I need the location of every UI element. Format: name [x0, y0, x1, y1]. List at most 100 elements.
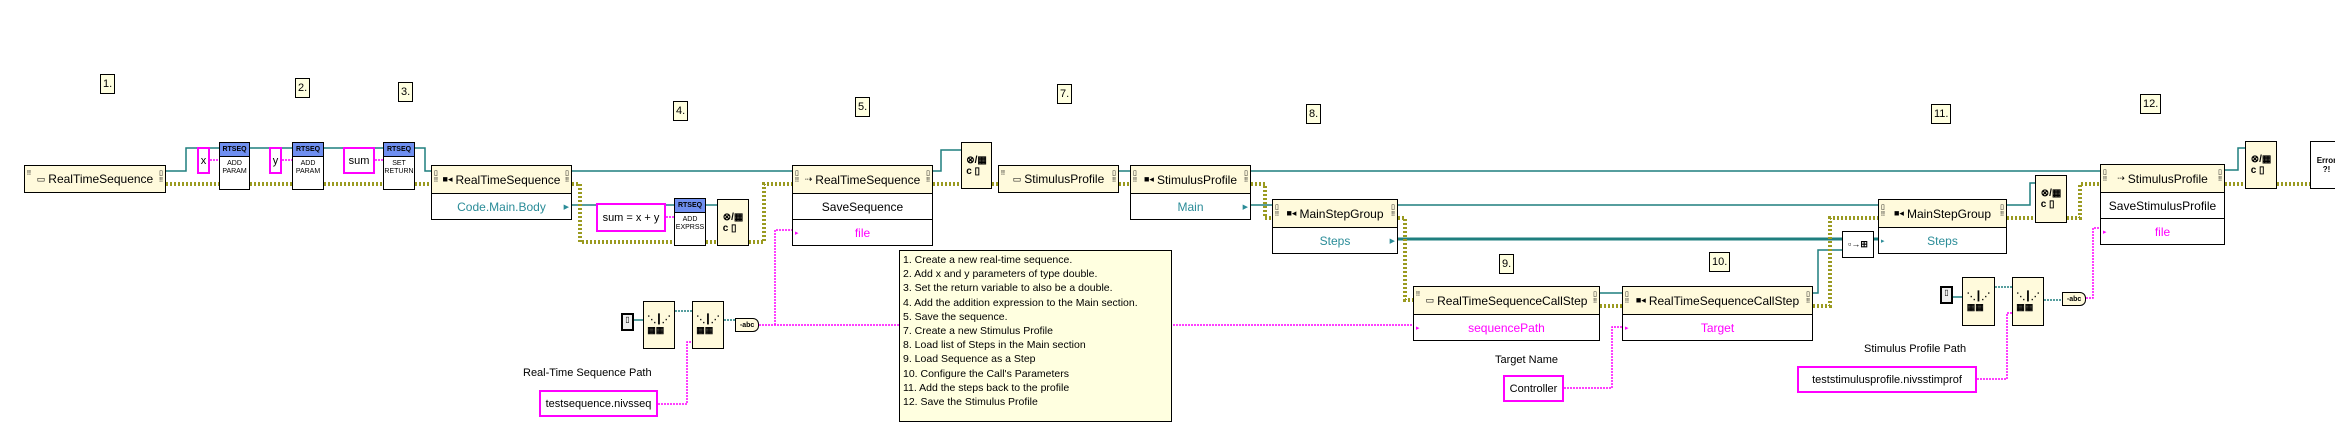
subvi-text: ADD	[682, 216, 698, 223]
call-step-property-node[interactable]: ▯!!■◂RealTimeSequenceCallStep▯!! ▸Target	[1622, 286, 1813, 341]
error-handler-text: ?!	[2322, 165, 2331, 174]
method-name: SaveStimulusProfile	[2108, 198, 2217, 213]
stimulus-profile-constructor-node[interactable]: !!▭StimulusProfile▯!!	[998, 165, 1119, 193]
invoke-icon: ⇢	[804, 174, 813, 184]
file-parameter[interactable]: file	[854, 225, 871, 240]
step-label-11: 11.	[1931, 104, 1952, 124]
step-label-10: 10.	[1709, 252, 1731, 272]
return-sum-constant[interactable]: sum	[343, 147, 375, 174]
stimulus-profile-path-constant[interactable]: teststimulusprofile.nivsstimprof	[1797, 366, 1977, 393]
comment-line: 9. Load Sequence as a Step	[903, 353, 1036, 366]
node-title: RealTimeSequence	[48, 172, 154, 186]
step-label-5: 5.	[855, 97, 871, 117]
property-icon: ■◂	[1893, 208, 1904, 218]
path-to-string-icon[interactable]: ▫abc	[2062, 292, 2086, 306]
save-sequence-invoke-node[interactable]: ▯!!⇢RealTimeSequence▯!! SaveSequence ▸fi…	[792, 165, 933, 246]
step-label-8: 8.	[1306, 104, 1322, 124]
main-step-group-write-property-node[interactable]: ▯!!■◂MainStepGroup▯!! ▸Steps	[1878, 199, 2007, 254]
node-title: MainStepGroup	[1299, 206, 1384, 221]
node-title: StimulusProfile	[2127, 171, 2208, 186]
comment-line: 7. Create a new Stimulus Profile	[903, 325, 1053, 338]
subvi-text: SET	[392, 160, 406, 167]
build-array-icon[interactable]: ▫→⊞	[1842, 231, 1874, 258]
property-row[interactable]: Code.Main.Body	[457, 199, 546, 214]
save-stimulus-profile-invoke-node[interactable]: ▯!!⇢StimulusProfile▯!! SaveStimulusProfi…	[2100, 164, 2225, 245]
step-label-12: 12.	[2140, 94, 2162, 114]
subvi-text: ADD	[300, 160, 316, 167]
rtseq-badge: RTSEQ	[293, 143, 323, 157]
rt-path-label: Real-Time Sequence Path	[523, 367, 652, 379]
subvi-text: ADD	[227, 160, 242, 167]
default-directory-icon: ▯	[1940, 286, 1953, 304]
step-label-2: 2.	[295, 78, 311, 98]
invoke-icon: ⇢	[2117, 173, 2125, 183]
close-reference-icon[interactable]: ⊗/▦c ▯	[717, 199, 749, 246]
rtseq-badge: RTSEQ	[220, 143, 249, 157]
build-path-icon[interactable]: ⋱┃⋰▦▦	[1962, 277, 1995, 326]
close-reference-icon[interactable]: ⊗/▦c ▯	[2245, 141, 2277, 189]
real-time-sequence-property-node[interactable]: ▯!!■◂RealTimeSequence▯!! Code.Main.Body▶	[431, 165, 572, 220]
rtseq-badge: RTSEQ	[384, 143, 414, 157]
property-row[interactable]: Steps	[1927, 233, 1958, 248]
step-label-9: 9.	[1499, 254, 1515, 274]
comment-line: 12. Save the Stimulus Profile	[903, 396, 1038, 409]
error-handler-icon[interactable]: Error ?!	[2310, 141, 2335, 189]
property-row[interactable]: Steps	[1319, 233, 1351, 248]
comment-line: 3. Set the return variable to also be a …	[903, 282, 1113, 295]
constructor-icon: ▭	[36, 173, 46, 184]
stimulus-profile-path-label: Stimulus Profile Path	[1864, 343, 1967, 355]
comment-line: 1. Create a new real-time sequence.	[903, 254, 1073, 266]
node-title: RealTimeSequenceCallStep	[1437, 293, 1588, 308]
instructions-comment: 1. Create a new real-time sequence. 2. A…	[899, 250, 1172, 422]
stimulus-profile-property-node[interactable]: ▯!!■◂StimulusProfile▯!! Main▶	[1130, 165, 1251, 220]
main-step-group-property-node[interactable]: ▯!!■◂MainStepGroup▯!! Steps▶	[1272, 199, 1398, 254]
rtseq-badge: RTSEQ	[675, 199, 705, 213]
comment-line: 10. Configure the Call's Parameters	[903, 367, 1070, 380]
node-title: MainStepGroup	[1906, 206, 1991, 221]
build-path-icon[interactable]: ⋱┃⋰▦▦	[692, 301, 724, 349]
constructor-icon: ▭	[1012, 173, 1022, 184]
step-label-3: 3.	[398, 82, 414, 102]
node-title: RealTimeSequenceCallStep	[1648, 293, 1800, 308]
target-name-label: Target Name	[1495, 354, 1558, 366]
node-title: RealTimeSequence	[455, 172, 561, 187]
comment-line: 8. Load list of Steps in the Main sectio…	[903, 339, 1086, 352]
param-x-constant[interactable]: x	[197, 147, 210, 174]
property-row[interactable]: Main	[1177, 199, 1204, 214]
error-handler-text: Error	[2316, 156, 2335, 165]
property-icon: ■◂	[1286, 208, 1297, 218]
node-title: StimulusProfile	[1024, 172, 1105, 186]
reference-wires	[166, 147, 2245, 321]
build-path-icon[interactable]: ⋱┃⋰▦▦	[643, 301, 675, 349]
target-property[interactable]: Target	[1700, 320, 1735, 335]
property-icon: ■◂	[1635, 295, 1646, 305]
rt-path-constant[interactable]: testsequence.nivsseq	[539, 390, 658, 417]
build-path-icon[interactable]: ⋱┃⋰▦▦	[2012, 277, 2044, 326]
step-label-1: 1.	[100, 74, 116, 94]
close-reference-icon[interactable]: ⊗/▦c ▯	[961, 142, 992, 189]
target-name-constant[interactable]: Controller	[1503, 375, 1564, 402]
param-y-constant[interactable]: y	[269, 147, 282, 174]
default-directory-icon: ▯	[621, 313, 634, 331]
subvi-text: EXPRSS	[675, 224, 705, 231]
call-step-constructor-node[interactable]: !!▭RealTimeSequenceCallStep▯!! ▸sequence…	[1413, 286, 1600, 341]
method-name: SaveSequence	[821, 199, 904, 214]
close-reference-icon[interactable]: ⊗/▦c ▯	[2035, 175, 2067, 223]
comment-line: 5. Save the sequence.	[903, 310, 1008, 323]
sequence-path-parameter[interactable]: sequencePath	[1468, 320, 1545, 335]
expression-constant[interactable]: sum = x + y	[596, 203, 666, 232]
comment-line: 2. Add x and y parameters of type double…	[903, 268, 1098, 281]
path-to-string-icon[interactable]: ▫abc	[735, 318, 759, 332]
subvi-text: RETURN	[384, 168, 414, 175]
real-time-sequence-constructor-node[interactable]: !!▭RealTimeSequence▯!!	[24, 165, 166, 193]
file-parameter[interactable]: file	[2154, 224, 2171, 239]
constructor-icon: ▭	[1425, 295, 1435, 305]
comment-line: 11. Add the steps back to the profile	[903, 381, 1070, 394]
step-label-4: 4.	[673, 101, 689, 121]
property-icon: ■◂	[1144, 174, 1154, 184]
